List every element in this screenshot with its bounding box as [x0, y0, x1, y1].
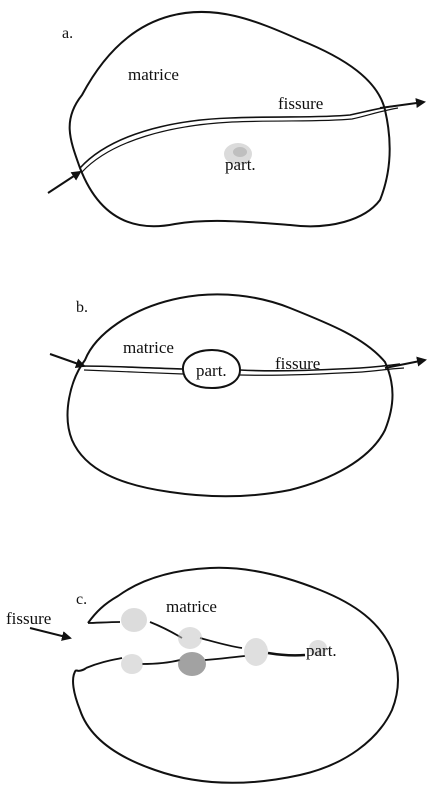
- panel-letter: c.: [76, 591, 88, 608]
- notch-lower: [75, 667, 87, 672]
- crack-segment: [204, 655, 246, 661]
- exit-arrow: [379, 98, 426, 109]
- particle-blob: [309, 640, 327, 656]
- crack-line-2: [81, 107, 399, 173]
- crack-segment: [149, 621, 183, 639]
- panel-c-drawing: [29, 566, 399, 784]
- panel-c: c. matrice fissure part.: [0, 560, 430, 790]
- matrix-outline: [66, 293, 394, 498]
- particle-blob: [224, 143, 252, 165]
- particle-label: part.: [306, 641, 337, 660]
- entry-arrow: [49, 353, 86, 369]
- crack-segment: [141, 659, 181, 665]
- particle-label: part.: [225, 155, 256, 174]
- entry-arrow: [29, 627, 72, 641]
- particle-label: part.: [196, 361, 227, 380]
- particle-blob: [244, 638, 268, 666]
- particle-blob: [178, 652, 206, 676]
- crack-line-2: [83, 367, 405, 376]
- matrix-label: matrice: [128, 65, 179, 84]
- crack-label: fissure: [278, 94, 324, 113]
- particle-blob: [121, 654, 143, 674]
- panel-letter: a.: [62, 25, 74, 42]
- particle-blob: [121, 608, 147, 632]
- particle-blob: [178, 627, 202, 649]
- panel-a-drawing: [47, 10, 426, 228]
- crack-segment: [267, 651, 306, 657]
- crack-label: fissure: [6, 609, 52, 628]
- matrix-outline: [68, 10, 391, 228]
- crack-segment: [87, 621, 121, 624]
- matrix-label: matrice: [123, 338, 174, 357]
- crack-line: [79, 105, 396, 169]
- panel-a: a. matrice fissure part.: [0, 0, 430, 250]
- particle-core: [233, 147, 247, 157]
- crack-segment: [85, 657, 123, 669]
- crack-label: fissure: [275, 354, 321, 373]
- crack-line: [81, 363, 401, 372]
- panel-b-drawing: [49, 293, 427, 498]
- exit-arrow: [384, 356, 427, 369]
- matrix-label: matrice: [166, 597, 217, 616]
- entry-arrow: [47, 170, 82, 194]
- panel-b: b. matrice part. fissure: [0, 280, 430, 530]
- crack-segment: [199, 637, 243, 649]
- matrix-outline: [72, 566, 399, 784]
- panel-letter: b.: [76, 299, 88, 316]
